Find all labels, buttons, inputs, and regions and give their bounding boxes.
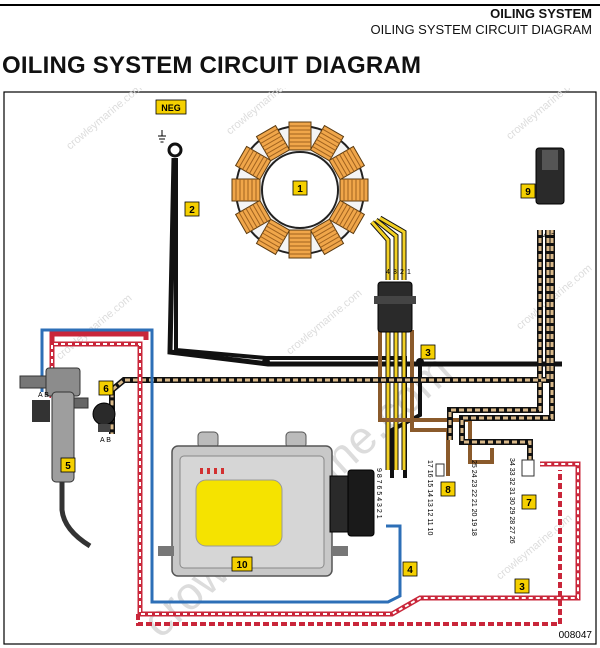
oil-pump-bracket	[19, 375, 47, 389]
stator-coil	[309, 218, 345, 256]
callout-c1: 1	[292, 180, 308, 196]
watermark-small-5: crowleymarine.com	[284, 287, 364, 357]
watermark-small-3: crowleymarine.com	[504, 88, 584, 142]
stator-pin-3: 3	[393, 269, 397, 276]
stator-pin-4: 4	[386, 269, 390, 276]
svg-text:4: 4	[407, 565, 413, 576]
stator-connector-latch	[374, 296, 416, 304]
header-rule	[0, 4, 600, 6]
oil-level-switch: A B	[92, 402, 116, 444]
blue-wire	[40, 328, 402, 604]
ecu-connector-b	[347, 469, 375, 537]
watermark-small-1: crowleymarine.com	[64, 88, 144, 152]
stator-coil	[255, 218, 291, 256]
watermark-small-7: crowleymarine.com	[494, 512, 574, 582]
stator-coil	[309, 124, 345, 162]
svg-text:7: 7	[526, 498, 532, 509]
callout-c5: 5	[60, 457, 76, 473]
watermark-small-4: crowleymarine.com	[54, 292, 134, 362]
stator-coil	[234, 199, 272, 235]
pin-column-ecu_c: 25 24 23 22 21 20 19 18	[470, 460, 477, 536]
svg-text:2: 2	[189, 205, 195, 216]
pin-column-ecu_a: 9 8 7 6 5 4 3 2 1	[375, 468, 382, 519]
stator-coil	[328, 145, 366, 181]
stator-pin-labels: 4 3 2 1	[386, 269, 411, 276]
splice-1	[262, 358, 270, 366]
callout-c3: 3	[420, 344, 436, 360]
page-title: OILING SYSTEM CIRCUIT DIAGRAM	[2, 52, 422, 79]
ecu-nozzle-left	[158, 546, 174, 556]
callout-c7: 7	[521, 494, 537, 510]
stator-coils	[231, 121, 369, 259]
svg-text:8: 8	[445, 485, 451, 496]
pin-column-ecu_b: 17 16 15 14 13 12 11 10	[426, 460, 433, 535]
oil-pump: A B	[19, 367, 92, 549]
svg-text:9: 9	[525, 187, 531, 198]
ecu-connector-a	[329, 475, 351, 533]
neg-callout-box	[155, 99, 187, 115]
svg-text:6: 6	[103, 384, 109, 395]
svg-text:5: 5	[65, 461, 71, 472]
ground-wire	[167, 157, 562, 367]
header-subsection: OILING SYSTEM CIRCUIT DIAGRAM	[370, 22, 592, 37]
stator-coil	[288, 229, 312, 259]
callout-c3b: 3	[514, 578, 530, 594]
stator-wires	[370, 216, 406, 280]
terminal-block-7	[521, 459, 535, 477]
oil-pump-pins: A B	[38, 392, 49, 399]
oil-pump-port	[73, 397, 89, 409]
oil-pump-hose	[59, 482, 92, 549]
connector-9-latch	[542, 150, 558, 170]
red-wire-return	[136, 470, 562, 626]
callout-c8: 8	[440, 481, 456, 497]
callout-c4: 4	[402, 561, 418, 577]
stator-pin-1: 1	[407, 269, 411, 276]
svg-text:3: 3	[519, 582, 525, 593]
tan-wires	[110, 230, 554, 470]
yellow-harness	[386, 330, 406, 470]
pin-column-ecu_d: 34 33 32 31 30 29 28 27 26	[508, 458, 515, 544]
ring-terminal-icon	[167, 142, 183, 158]
stator-coil	[255, 124, 291, 162]
stator-pin-2: 2	[400, 269, 404, 276]
oil-pump-connector	[32, 400, 50, 422]
figure-number: 008047	[559, 630, 593, 641]
stator-coil	[231, 178, 261, 202]
neg-label: NEG	[161, 103, 181, 113]
connector-9-pin-4: 4	[543, 233, 547, 240]
stator-coil	[288, 121, 312, 151]
stator-connector-body	[377, 281, 413, 333]
callout-c6: 6	[98, 380, 114, 396]
svg-text:10: 10	[236, 560, 248, 571]
connector-9-pin-3: 3	[551, 233, 555, 240]
ecu-label-panel	[195, 479, 283, 547]
callout-c9: 9	[520, 183, 536, 199]
stator-coil	[339, 178, 369, 202]
ecu-nozzle-right	[332, 546, 348, 556]
stator-connector	[374, 281, 416, 333]
page-header: OILING SYSTEM OILING SYSTEM CIRCUIT DIAG…	[0, 0, 600, 44]
header-section: OILING SYSTEM	[490, 6, 592, 21]
callout-c10: 10	[231, 556, 253, 572]
callout-c2: 2	[184, 201, 200, 217]
ecu-pin-columns: 9 8 7 6 5 4 3 2 1 17 16 15 14 13 12 11 10…	[375, 458, 515, 544]
terminal-block-8	[435, 463, 445, 477]
diagram-frame	[3, 91, 597, 645]
ecu-led-marks	[200, 468, 224, 474]
svg-text:1: 1	[297, 184, 303, 195]
stator-coil	[234, 145, 272, 181]
svg-text:3: 3	[425, 348, 431, 359]
oil-level-switch-plug	[98, 424, 110, 432]
circuit-diagram: crowleymarine.com crowleymarine.com crow…	[3, 88, 597, 647]
neg-terminal: NEG	[155, 99, 187, 158]
stator-coil	[328, 199, 366, 235]
ground-icon	[158, 130, 166, 143]
oil-level-switch-body	[92, 402, 116, 426]
connector-9: 4 3	[535, 147, 565, 240]
ecu-module	[158, 431, 375, 577]
oil-level-switch-pins: A B	[100, 437, 111, 444]
